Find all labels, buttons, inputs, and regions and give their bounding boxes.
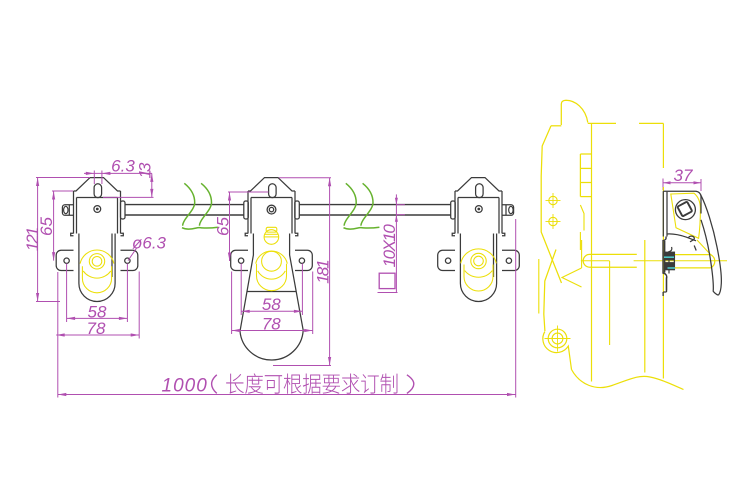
svg-text:58: 58	[262, 295, 281, 314]
svg-text:65: 65	[214, 217, 233, 236]
svg-text:37: 37	[674, 166, 693, 185]
svg-text:181: 181	[314, 260, 333, 284]
svg-text:78: 78	[262, 315, 281, 334]
svg-text:1000: 1000	[162, 375, 208, 396]
svg-text:65: 65	[37, 217, 56, 236]
svg-text:121: 121	[23, 227, 42, 251]
svg-text:78: 78	[87, 319, 106, 338]
svg-text:13: 13	[136, 162, 155, 178]
svg-text:ø6.3: ø6.3	[132, 234, 167, 253]
svg-text:58: 58	[88, 303, 107, 322]
svg-text:10X10: 10X10	[380, 224, 399, 268]
svg-text:6.3: 6.3	[111, 157, 135, 176]
